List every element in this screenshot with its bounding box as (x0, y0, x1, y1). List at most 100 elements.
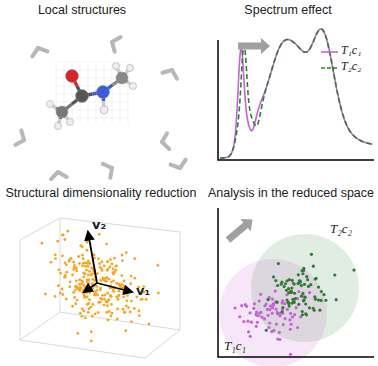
data-point (75, 269, 78, 272)
data-point (90, 266, 93, 269)
grid (56, 62, 130, 125)
data-point (91, 315, 94, 318)
data-point (81, 315, 84, 318)
data-point (274, 290, 277, 293)
data-point (130, 300, 133, 303)
data-point (299, 279, 302, 282)
data-point (61, 288, 64, 291)
data-point (293, 282, 296, 285)
vector-label: v₁ (136, 284, 150, 299)
data-point (103, 298, 106, 301)
data-point (333, 273, 336, 276)
data-point (71, 273, 74, 276)
data-point (98, 233, 101, 236)
data-point (123, 311, 126, 314)
water-molecule (162, 70, 177, 79)
data-point (75, 279, 78, 282)
data-point (110, 303, 113, 306)
data-point (72, 268, 75, 271)
basis-vector (84, 283, 97, 292)
data-point (288, 278, 291, 281)
data-point (248, 311, 251, 314)
data-point (125, 251, 128, 254)
data-point (90, 330, 93, 333)
data-point (121, 259, 124, 262)
data-point (74, 302, 77, 305)
data-point (109, 295, 112, 298)
data-point (123, 311, 126, 314)
data-point (78, 283, 81, 286)
data-point (288, 304, 291, 307)
data-point (324, 299, 327, 302)
data-point (124, 329, 127, 332)
data-point (84, 273, 87, 276)
legend-text: T₁c₁ (341, 44, 361, 58)
data-point (263, 317, 266, 320)
box-edge (180, 232, 181, 330)
data-point (148, 323, 151, 326)
data-point (268, 321, 271, 324)
data-point (301, 292, 304, 295)
data-point (289, 353, 292, 356)
box-edge (20, 240, 21, 340)
atom (67, 119, 74, 126)
data-point (320, 299, 323, 302)
data-point (308, 291, 311, 294)
atom (100, 106, 108, 114)
data-point (115, 264, 118, 267)
data-point (300, 295, 303, 298)
data-point (242, 320, 245, 323)
data-point (111, 312, 114, 315)
water-molecule (51, 172, 67, 179)
data-point (85, 269, 88, 272)
data-point (115, 282, 118, 285)
data-point (265, 302, 268, 305)
data-point (284, 317, 287, 320)
data-point (105, 243, 108, 246)
data-point (269, 304, 272, 307)
data-point (93, 253, 96, 256)
data-point (98, 262, 101, 265)
data-point (78, 286, 81, 289)
data-point (84, 296, 87, 299)
data-point (122, 291, 125, 294)
data-point (56, 240, 59, 243)
data-point (268, 308, 271, 311)
data-point (274, 279, 277, 282)
reduced-space-plot (218, 208, 374, 366)
data-point (103, 304, 106, 307)
data-point (290, 323, 293, 326)
group-label: T₂c₂ (330, 222, 352, 237)
atom (116, 72, 128, 84)
data-point (252, 307, 255, 310)
axes (218, 40, 374, 160)
data-point (276, 284, 279, 287)
data-point (310, 253, 313, 256)
box-edge (20, 218, 60, 240)
data-point (78, 289, 81, 292)
data-point (291, 315, 294, 318)
data-point (87, 273, 90, 276)
box-edge (60, 218, 61, 312)
data-point (317, 286, 320, 289)
data-point (59, 272, 62, 275)
atom (130, 83, 137, 90)
panel-title: Structural dimensionality reduction (5, 186, 196, 200)
data-point (140, 298, 143, 301)
data-point (82, 257, 85, 260)
data-point (57, 284, 60, 287)
data-point (120, 274, 123, 277)
data-point (287, 291, 290, 294)
data-point (133, 257, 136, 260)
data-point (293, 313, 296, 316)
data-point (86, 241, 89, 244)
atom (127, 65, 134, 72)
legend-text: T₂c₂ (341, 60, 361, 74)
data-point (113, 271, 116, 274)
data-point (250, 321, 253, 324)
data-point (130, 275, 133, 278)
data-point (260, 316, 263, 319)
data-point (117, 298, 120, 301)
data-point (76, 332, 79, 335)
